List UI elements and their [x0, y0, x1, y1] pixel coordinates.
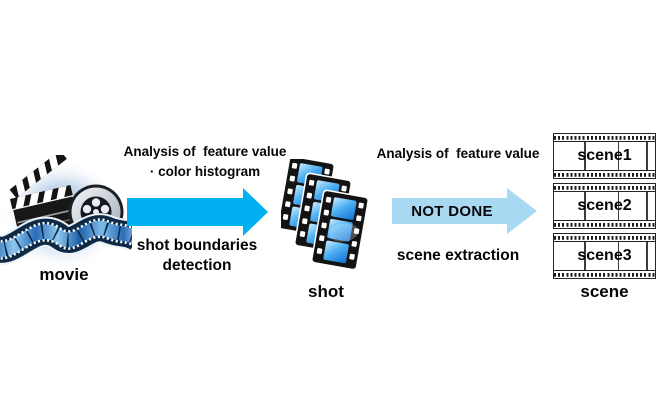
sprocket-band [554, 270, 655, 278]
movie-label: movie [39, 265, 89, 284]
frame-divider [617, 192, 620, 220]
movie-icon [0, 155, 132, 271]
sprocket-band [554, 220, 655, 228]
clapperboard-stick [9, 155, 67, 199]
frame-divider [584, 142, 586, 170]
scene2-label: scene2 [577, 197, 632, 214]
step1-title: Analysis of feature value [123, 144, 287, 159]
frame-divider [645, 242, 648, 270]
scene-strip-3: scene3 [553, 233, 656, 279]
step1-caption-line2: detection [162, 257, 232, 274]
scene-strip-1: scene1 [553, 133, 656, 179]
arrow-shape [127, 188, 268, 236]
scene-extraction-arrow [392, 188, 537, 234]
sprocket-band [554, 234, 655, 242]
frame-divider [617, 142, 620, 170]
sprocket-band [554, 184, 655, 192]
frame-divider [645, 142, 648, 170]
scene-strip-2: scene2 [553, 183, 656, 229]
shot-detection-arrow [127, 188, 268, 236]
frame-divider [645, 192, 648, 220]
sprocket-band [554, 170, 655, 178]
step2-title: Analysis of feature value [376, 146, 540, 161]
film-strip-front [310, 189, 370, 271]
arrow-shape [392, 188, 537, 234]
step2-caption: scene extraction [396, 247, 520, 264]
scene-label: scene [580, 282, 629, 301]
scene1-label: scene1 [577, 147, 632, 164]
frame-divider [584, 192, 586, 220]
step1-bullet: · color histogram [149, 164, 261, 179]
scene3-label: scene3 [577, 247, 632, 264]
film-ribbon [0, 213, 132, 265]
frame-divider [584, 242, 586, 270]
step1-caption-line1: shot boundaries [136, 237, 258, 254]
frame-divider [617, 242, 620, 270]
shot-icon [281, 159, 370, 271]
shot-label: shot [308, 282, 344, 301]
not-done-label: NOT DONE [411, 202, 493, 220]
sprocket-band [554, 134, 655, 142]
